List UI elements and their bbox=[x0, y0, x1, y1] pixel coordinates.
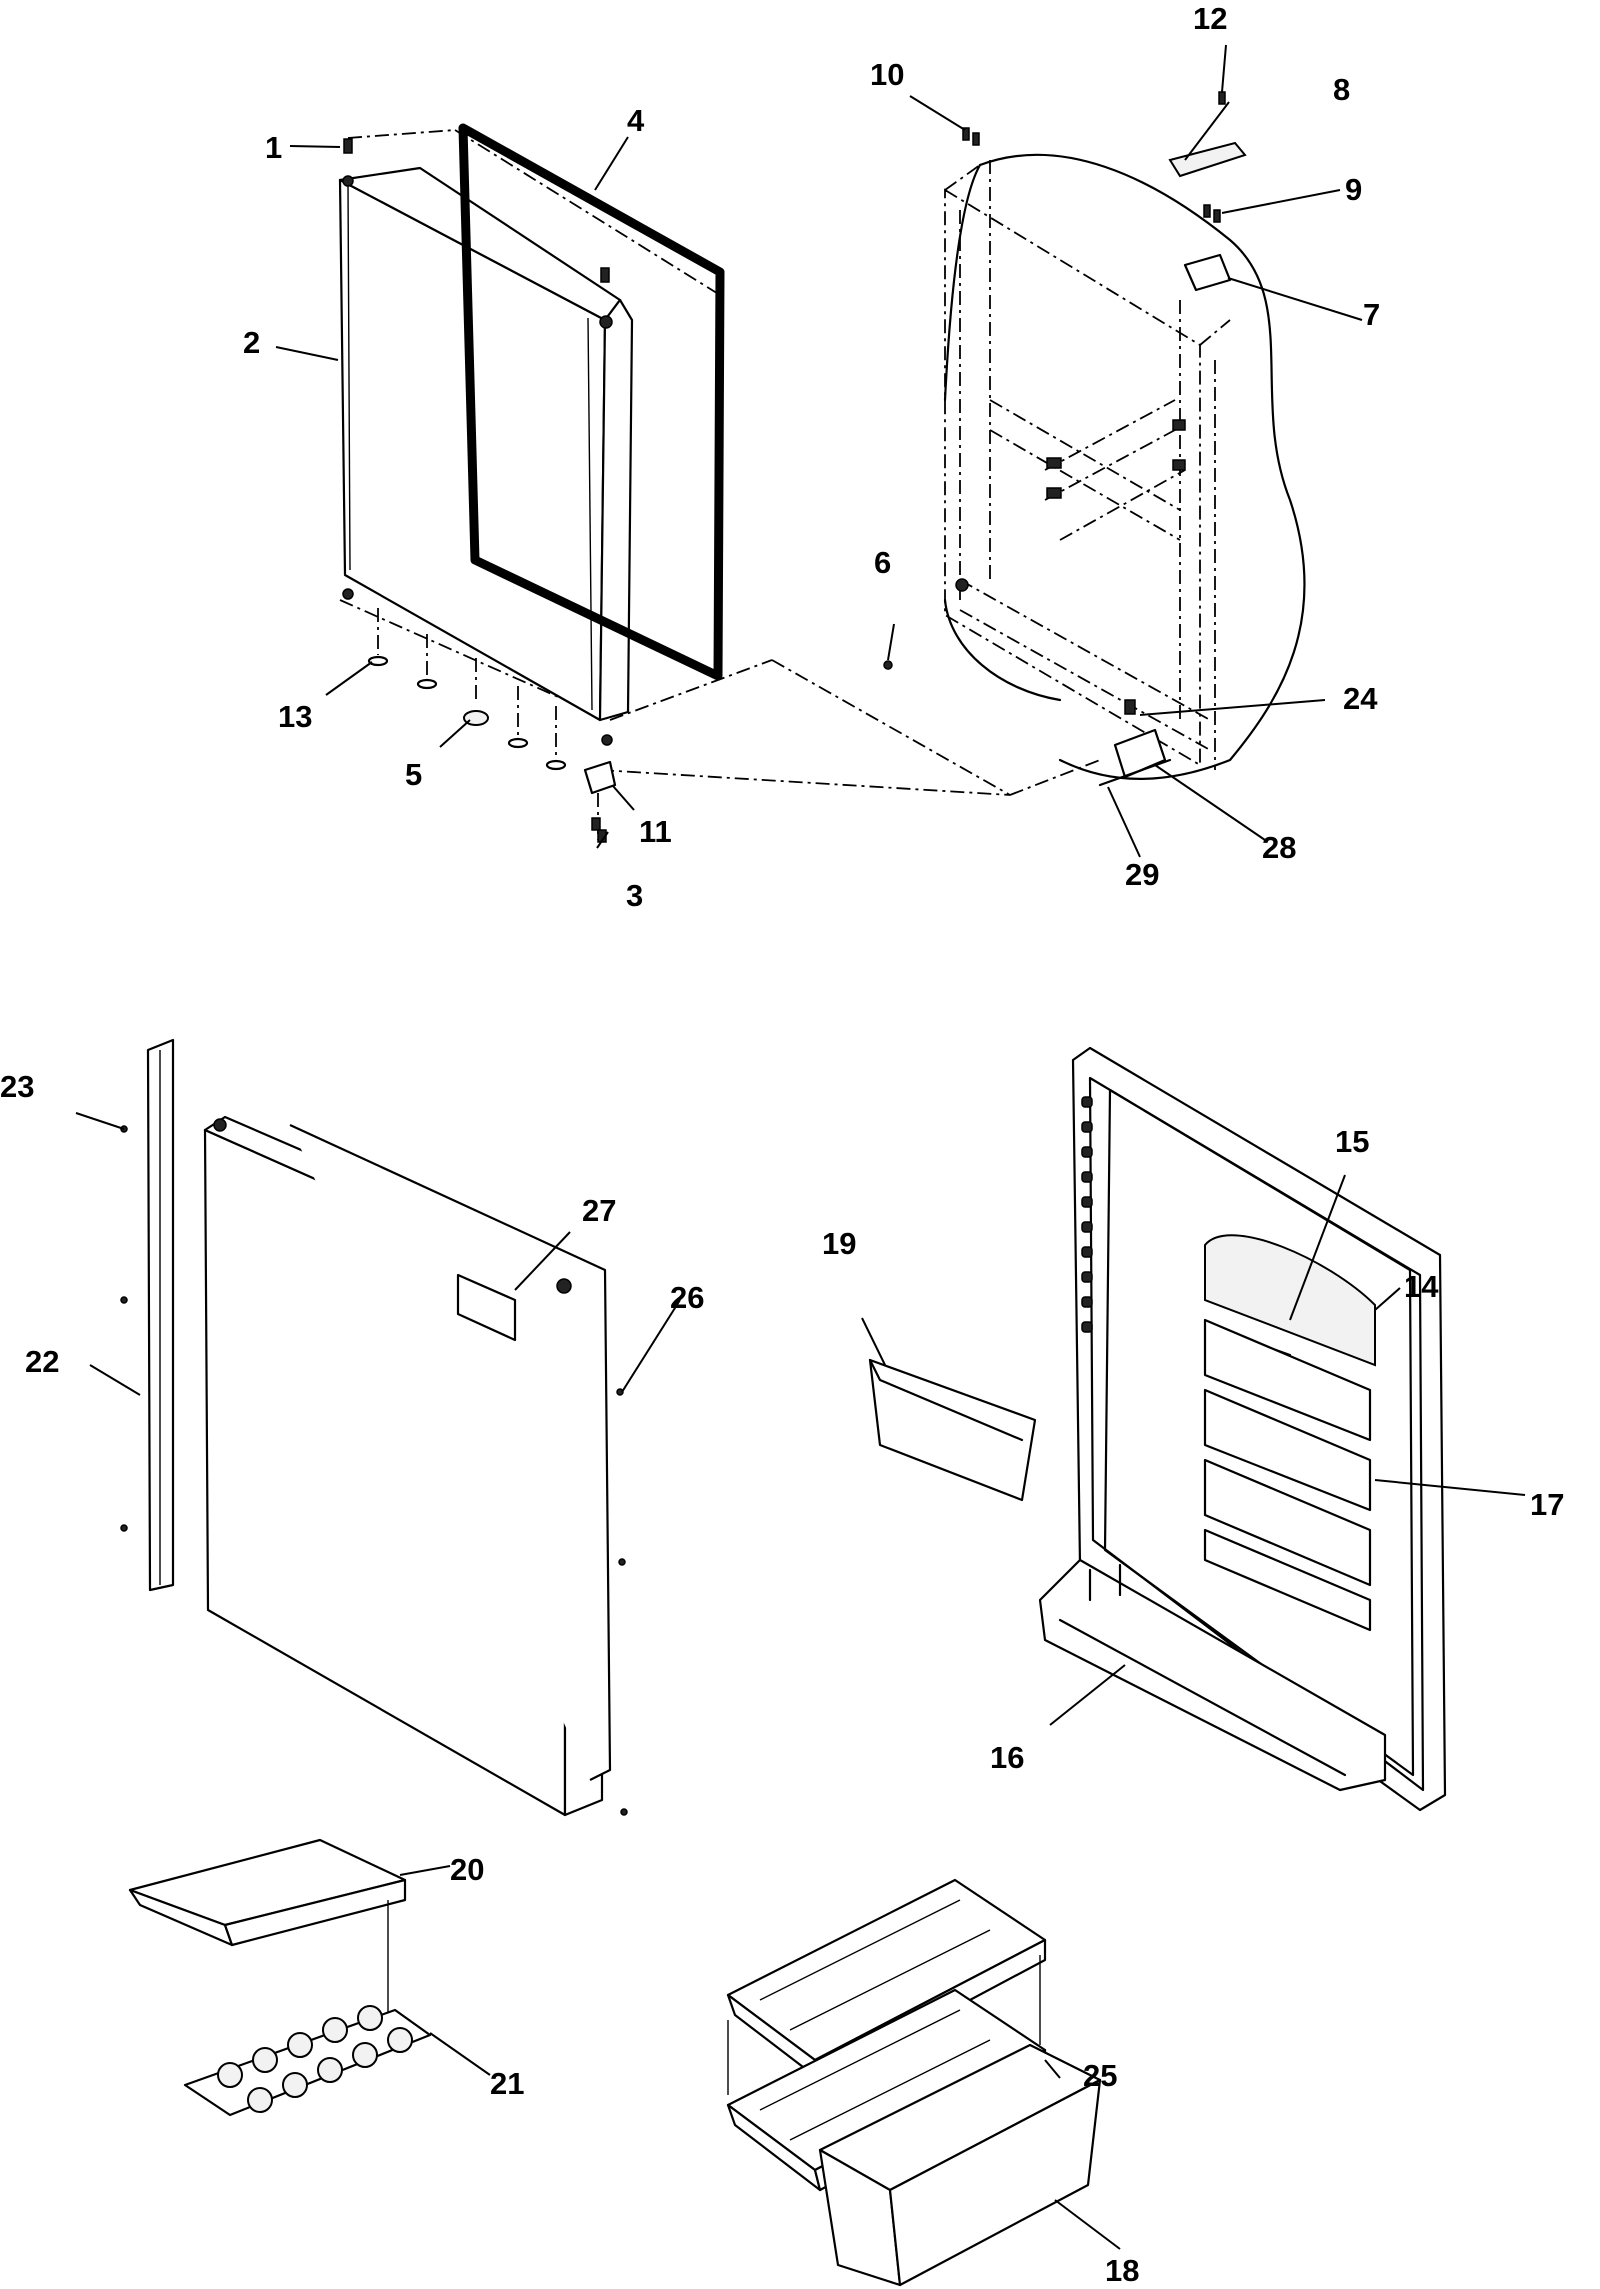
callout-4: 4 bbox=[627, 103, 645, 138]
callout-27: 27 bbox=[582, 1193, 616, 1228]
callout-16: 16 bbox=[990, 1740, 1024, 1775]
door-outer-panel-assembly bbox=[338, 123, 1101, 843]
tray-and-egg-holder bbox=[128, 1838, 432, 2117]
callout-10: 10 bbox=[870, 57, 904, 92]
callout-21: 21 bbox=[490, 2066, 524, 2101]
ice-trays-and-bucket bbox=[726, 1878, 1102, 2287]
callout-13: 13 bbox=[278, 699, 312, 734]
callout-15: 15 bbox=[1335, 1124, 1369, 1159]
callout-5: 5 bbox=[405, 757, 422, 792]
callout-24: 24 bbox=[1343, 681, 1378, 716]
callout-12: 12 bbox=[1193, 1, 1227, 36]
callout-23: 23 bbox=[0, 1069, 34, 1104]
callout-20: 20 bbox=[450, 1852, 484, 1887]
callout-17: 17 bbox=[1530, 1487, 1564, 1522]
leader-lines bbox=[75, 44, 1526, 2250]
callout-8: 8 bbox=[1333, 72, 1350, 107]
callout-14: 14 bbox=[1404, 1269, 1439, 1304]
callout-26: 26 bbox=[670, 1280, 704, 1315]
callout-25: 25 bbox=[1083, 2058, 1117, 2093]
door-assembly-front bbox=[120, 1038, 628, 1817]
callout-18: 18 bbox=[1105, 2253, 1139, 2288]
callout-22: 22 bbox=[25, 1344, 59, 1379]
door-inner-liner-assembly bbox=[868, 1046, 1447, 1812]
cabinet-assembly bbox=[883, 91, 1306, 787]
callout-19: 19 bbox=[822, 1226, 856, 1261]
callout-9: 9 bbox=[1345, 172, 1362, 207]
callout-11: 11 bbox=[639, 814, 672, 849]
callout-28: 28 bbox=[1262, 830, 1296, 865]
callout-1: 1 bbox=[265, 130, 282, 165]
callout-7: 7 bbox=[1363, 297, 1380, 332]
callout-2: 2 bbox=[243, 325, 260, 360]
callout-3: 3 bbox=[626, 878, 643, 913]
callout-labels: 1 2 3 4 5 6 7 8 9 10 11 12 13 14 15 16 1… bbox=[0, 1, 1564, 2288]
callout-29: 29 bbox=[1125, 857, 1159, 892]
callout-6: 6 bbox=[874, 545, 891, 580]
